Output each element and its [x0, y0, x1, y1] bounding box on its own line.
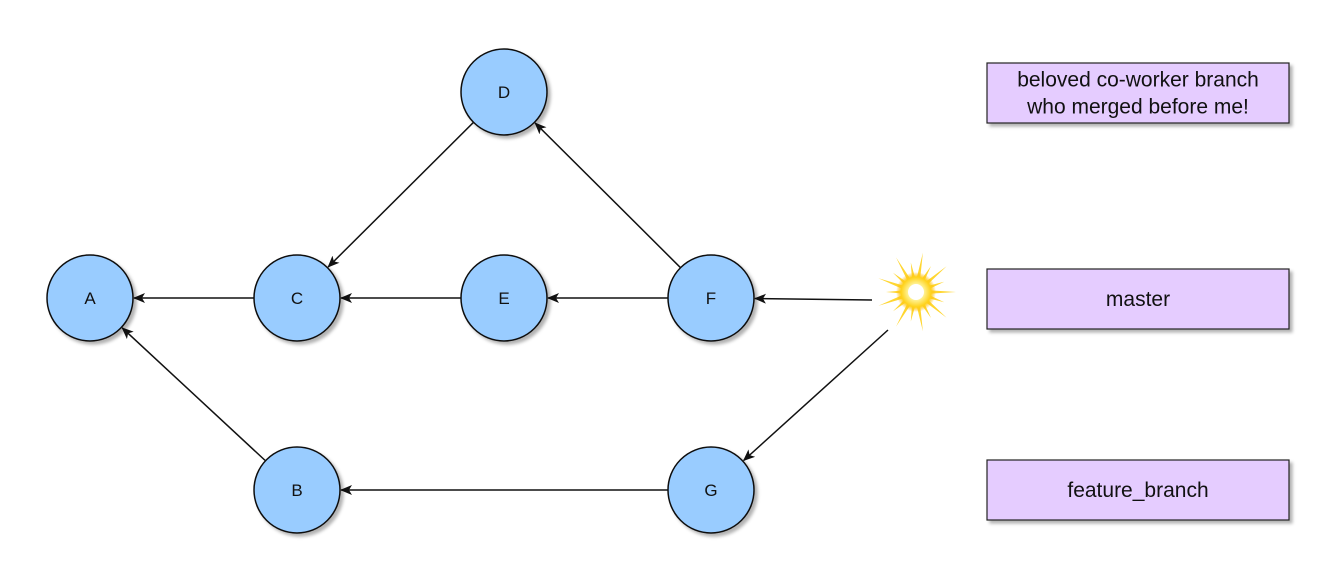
edge-f-to-d — [534, 122, 682, 269]
commit-label: C — [291, 289, 303, 308]
edge-b-to-a — [121, 327, 266, 462]
branch-label-feature: feature_branch — [986, 459, 1290, 521]
branch-box — [986, 62, 1290, 124]
commit-circle — [460, 254, 548, 342]
commit-node-b[interactable]: B — [253, 446, 341, 534]
commit-label: F — [706, 289, 716, 308]
branch-text: feature_branch — [1067, 479, 1208, 502]
commit-label: D — [498, 83, 510, 102]
branch-text: who merged before me! — [1026, 96, 1249, 119]
commit-node-c[interactable]: C — [253, 254, 341, 342]
commit-circle — [667, 254, 755, 342]
spark-layer — [878, 252, 956, 332]
edges-layer — [121, 121, 889, 495]
commit-label: E — [498, 289, 509, 308]
commit-label: A — [84, 289, 96, 308]
branch-box — [986, 268, 1290, 330]
branch-box — [986, 459, 1290, 521]
branch-text: master — [1106, 288, 1170, 311]
commit-circle — [460, 48, 548, 136]
branch-label-master: master — [986, 268, 1290, 330]
branch-label-coworker: beloved co-worker branch who merged befor… — [986, 62, 1290, 124]
explosion-spark-icon — [878, 252, 956, 332]
commit-circle — [46, 254, 134, 342]
branches-layer: beloved co-worker branch who merged befor… — [986, 62, 1290, 521]
nodes-layer: A B C D E F G — [46, 48, 755, 534]
branch-text: beloved co-worker branch — [1017, 69, 1259, 92]
edge-d-to-c — [327, 121, 475, 268]
commit-label: G — [704, 481, 717, 500]
commit-node-d[interactable]: D — [460, 48, 548, 136]
commit-circle — [667, 446, 755, 534]
commit-label: B — [291, 481, 302, 500]
commit-circle — [253, 446, 341, 534]
edge-spark-to-g — [742, 329, 889, 462]
commit-node-f[interactable]: F — [667, 254, 755, 342]
commit-circle — [253, 254, 341, 342]
commit-node-g[interactable]: G — [667, 446, 755, 534]
commit-node-e[interactable]: E — [460, 254, 548, 342]
commit-node-a[interactable]: A — [46, 254, 134, 342]
edge-spark-to-f — [753, 293, 873, 304]
